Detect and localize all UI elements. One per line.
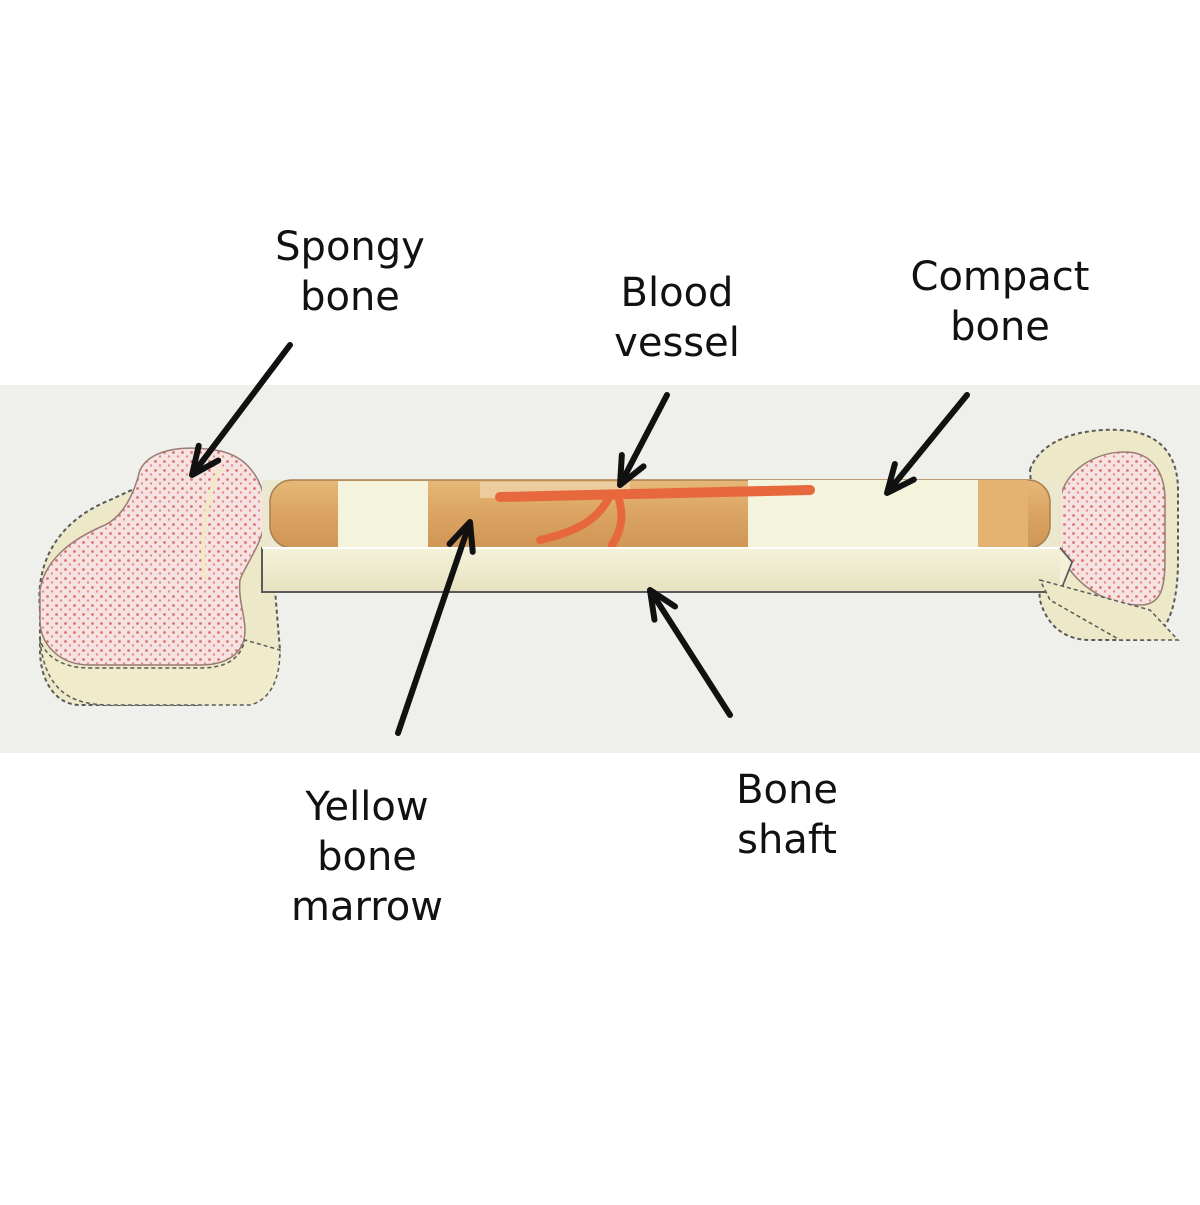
label-compact-bone: Compact bone: [910, 254, 1090, 350]
arrow-spongy-bone: [189, 342, 293, 478]
label-spongy-bone: Spongy bone: [275, 224, 425, 320]
label-yellow-bone-marrow: Yellow bone marrow: [291, 784, 443, 930]
arrow-blood-vessel: [617, 392, 670, 488]
compact-bone-band-left: [338, 481, 428, 547]
label-blood-vessel: Blood vessel: [614, 270, 740, 366]
arrow-yellow-bone-marrow: [395, 519, 476, 736]
bone-shaft-front-wall: [261, 547, 1074, 593]
blood-vessel-strip: [495, 485, 815, 549]
arrow-bone-shaft: [647, 587, 733, 718]
arrow-compact-bone: [884, 392, 970, 496]
label-bone-shaft: Bone shaft: [736, 767, 838, 863]
